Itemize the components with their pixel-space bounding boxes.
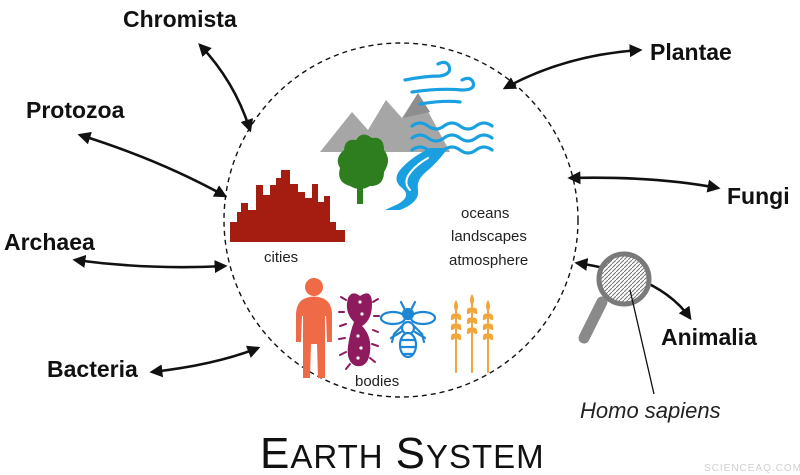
label-cities: cities	[264, 249, 298, 266]
title-arth: ARTH	[290, 438, 383, 475]
label-plantae: Plantae	[650, 39, 732, 65]
tree-icon	[337, 134, 388, 204]
wind-waves-icon	[403, 60, 494, 155]
label-bodies: bodies	[355, 373, 399, 390]
label-landscapes: landscapes	[451, 228, 527, 245]
magnifying-glass-icon	[578, 251, 652, 344]
mountains-icon	[320, 93, 450, 152]
diagram-title: EARTH SYSTEM	[260, 429, 545, 475]
wheat-icon	[450, 294, 494, 373]
river-icon	[385, 148, 448, 210]
microbe-icon	[338, 293, 380, 370]
label-homo-sapiens: Homo sapiens	[580, 398, 721, 423]
label-animalia: Animalia	[661, 324, 757, 350]
label-archaea: Archaea	[4, 229, 95, 255]
label-protozoa: Protozoa	[26, 97, 125, 123]
label-chromista: Chromista	[123, 6, 237, 32]
label-fungi: Fungi	[727, 183, 790, 209]
earth-system-boundary	[223, 42, 579, 398]
arrow-chromista	[198, 43, 254, 133]
homo-sapiens-pointer	[629, 289, 655, 395]
arrow-protozoa	[77, 131, 228, 198]
arrow-archaea	[72, 254, 228, 274]
title-s: S	[396, 429, 426, 475]
city-skyline-icon	[230, 170, 345, 242]
arrow-bacteria	[149, 345, 261, 378]
bee-icon	[379, 300, 437, 359]
title-e: E	[260, 429, 290, 475]
arrow-plantae	[502, 44, 643, 90]
label-atmosphere: atmosphere	[449, 252, 528, 269]
title-ystem: YSTEM	[426, 438, 545, 475]
human-body-icon	[296, 278, 332, 378]
label-oceans: oceans	[461, 205, 509, 222]
watermark: SCIENCEAQ.COM	[704, 463, 800, 474]
arrow-fungi	[567, 171, 721, 193]
label-bacteria: Bacteria	[47, 356, 138, 382]
